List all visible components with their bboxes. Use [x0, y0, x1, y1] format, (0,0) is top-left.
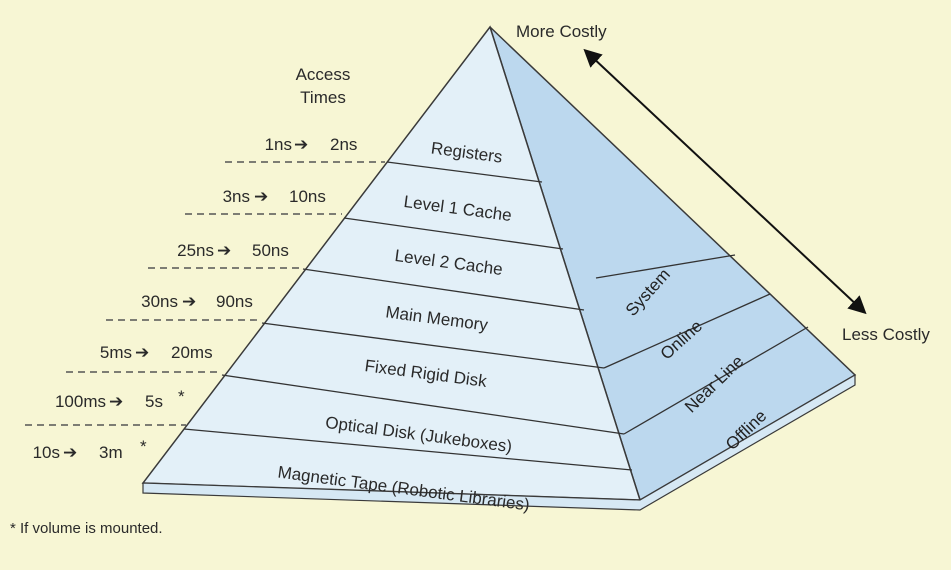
asterisk-mark: * [178, 387, 185, 406]
level-divider [183, 428, 633, 471]
pyramid-base [142, 373, 856, 511]
time-to: 50ns [252, 241, 289, 260]
more-costly-label: More Costly [516, 22, 607, 41]
time-from: 5ms [100, 343, 132, 362]
time-from: 10s [33, 443, 60, 462]
time-to: 2ns [330, 135, 357, 154]
time-from: 3ns [223, 187, 250, 206]
time-to: 10ns [289, 187, 326, 206]
asterisk-mark: * [140, 437, 147, 456]
level-divider [302, 268, 585, 311]
level-divider [261, 322, 605, 369]
less-costly-label: Less Costly [842, 325, 930, 344]
time-from: 100ms [55, 392, 106, 411]
time-to: 3m [99, 443, 123, 462]
time-to: 5s [145, 392, 163, 411]
arrow-icon: ➔ [254, 187, 268, 206]
time-to: 20ms [171, 343, 213, 362]
level-divider [343, 217, 564, 250]
tier-divider [623, 326, 809, 435]
access-time-main-memory: 30ns ➔ 90ns [141, 292, 253, 311]
access-time-magnetic-tape: 10s ➔ 3m * [33, 437, 147, 462]
access-times-title-line2: Times [300, 88, 346, 107]
level-divider [386, 161, 543, 183]
arrow-icon: ➔ [294, 135, 308, 154]
time-from: 30ns [141, 292, 178, 311]
access-time-fixed-disk: 5ms ➔ 20ms [100, 343, 213, 362]
arrow-icon: ➔ [63, 443, 77, 462]
access-time-registers: 1ns ➔ 2ns [265, 135, 358, 154]
cost-arrow [583, 48, 867, 315]
access-time-l2-cache: 25ns ➔ 50ns [177, 241, 289, 260]
arrow-icon: ➔ [217, 241, 231, 260]
level-divider [221, 374, 625, 435]
footnote: * If volume is mounted. [10, 520, 163, 537]
arrow-icon: ➔ [109, 392, 123, 411]
arrow-icon: ➔ [182, 292, 196, 311]
time-from: 1ns [265, 135, 292, 154]
access-time-optical-disk: 100ms ➔ 5s * [55, 387, 185, 411]
time-to: 90ns [216, 292, 253, 311]
access-times-title-line1: Access [296, 65, 351, 84]
time-from: 25ns [177, 241, 214, 260]
access-time-l1-cache: 3ns ➔ 10ns [223, 187, 326, 206]
arrow-icon: ➔ [135, 343, 149, 362]
